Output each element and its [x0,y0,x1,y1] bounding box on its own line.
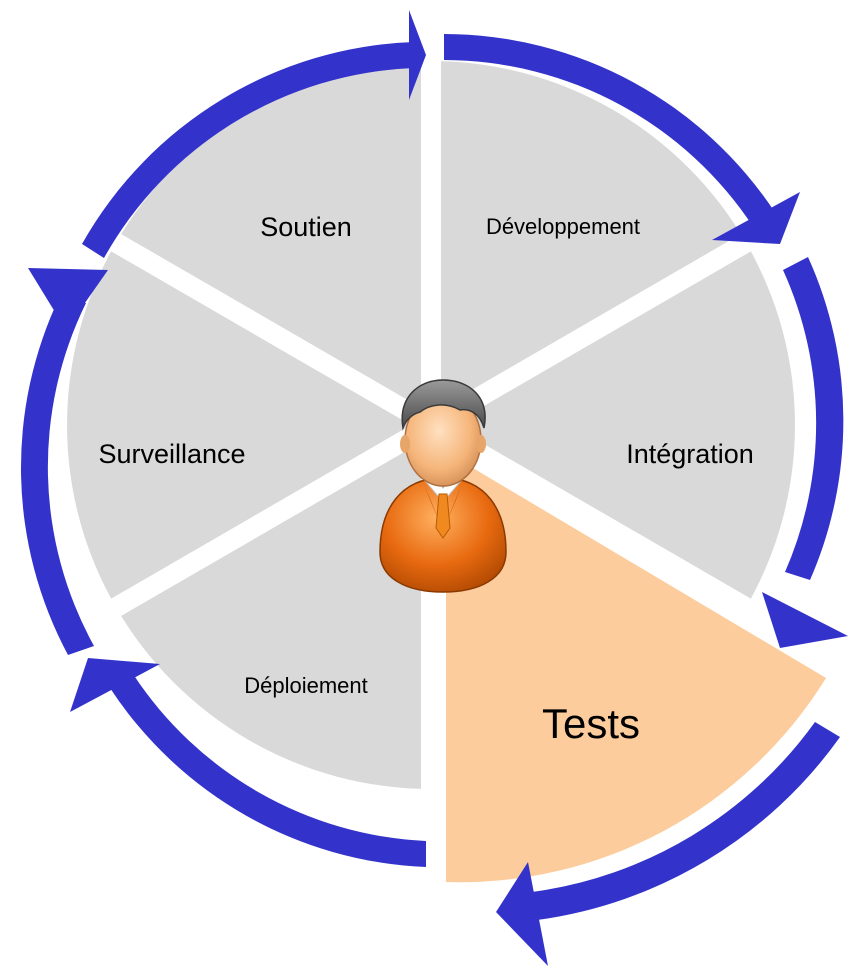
segment-deploiement [115,425,432,789]
segment-integration [431,243,795,607]
label-integration: Intégration [626,439,754,469]
cycle-arrow-lower-left [70,658,426,867]
label-surveillance: Surveillance [98,439,245,469]
label-tests: Tests [542,700,640,747]
segment-tests [446,452,826,883]
segment-soutien [115,61,432,425]
user-manager-icon [379,379,507,593]
segment-dividers [102,52,760,798]
label-developpement: Développement [486,214,640,239]
cycle-arrow-upper-right [444,34,800,244]
cycle-arrow-lower-right [496,722,840,966]
label-soutien: Soutien [260,212,352,242]
cycle-arrow-right [762,257,848,648]
cycle-arrow-top [82,10,426,258]
label-deploiement: Déploiement [244,673,368,698]
segment-surveillance [67,243,432,607]
segment-developpement [431,61,747,425]
cycle-arrow-left [20,268,108,655]
